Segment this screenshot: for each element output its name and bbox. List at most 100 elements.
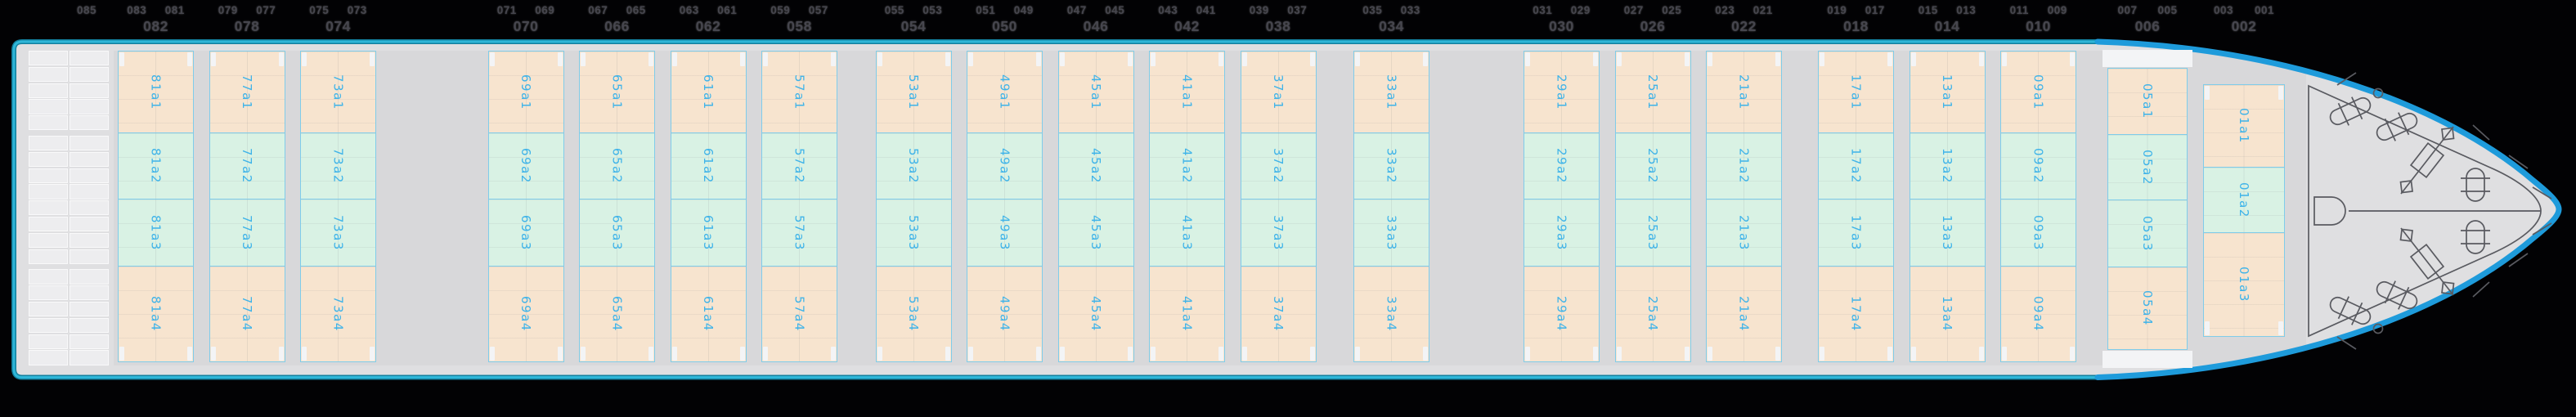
- cell-guide-notch: [1218, 52, 1223, 66]
- bay-cell-33a1[interactable]: 33a1: [1353, 51, 1429, 133]
- bay-cell-25a1[interactable]: 25a1: [1614, 51, 1691, 133]
- bay-cell-label: 33a3: [1384, 214, 1399, 251]
- bay-cell-09a1[interactable]: 09a1: [2000, 51, 2076, 133]
- bay-cell-77a1[interactable]: 77a1: [209, 51, 285, 133]
- bay-cell-69a3[interactable]: 69a3: [487, 199, 564, 267]
- bay-cell-17a2[interactable]: 17a2: [1818, 132, 1894, 200]
- bay-cell-41a2[interactable]: 41a2: [1149, 132, 1225, 200]
- bay-cell-05a3[interactable]: 05a3: [2107, 200, 2188, 267]
- bay-cell-57a1[interactable]: 57a1: [761, 51, 837, 133]
- bay-cell-53a3[interactable]: 53a3: [875, 199, 952, 267]
- bay-cell-label: 57a3: [792, 214, 807, 251]
- bay-cell-17a1[interactable]: 17a1: [1818, 51, 1894, 133]
- bay-cell-45a1[interactable]: 45a1: [1057, 51, 1134, 133]
- bay-cell-81a1[interactable]: 81a1: [118, 51, 194, 133]
- bay-cell-01a1[interactable]: 01a1: [2203, 84, 2285, 168]
- bay-cell-25a2[interactable]: 25a2: [1614, 132, 1691, 200]
- bay-cell-41a3[interactable]: 41a3: [1149, 199, 1225, 267]
- bay-cell-81a3[interactable]: 81a3: [118, 199, 194, 267]
- bay-cell-61a1[interactable]: 61a1: [670, 51, 747, 133]
- bay-cell-81a4[interactable]: 81a4: [118, 265, 194, 362]
- stern-slot: [70, 51, 109, 66]
- bay-cell-37a4[interactable]: 37a4: [1240, 265, 1317, 362]
- bay-cell-37a2[interactable]: 37a2: [1240, 132, 1317, 200]
- cell-guide-notch: [2002, 346, 2007, 361]
- bay-cell-53a4[interactable]: 53a4: [875, 265, 952, 362]
- bay-cell-29a4[interactable]: 29a4: [1524, 265, 1600, 362]
- bay-cell-53a1[interactable]: 53a1: [875, 51, 952, 133]
- cell-guide-notch: [1910, 346, 1916, 361]
- bay-cell-17a4[interactable]: 17a4: [1818, 265, 1894, 362]
- bay-cell-21a1[interactable]: 21a1: [1706, 51, 1782, 133]
- bay-cell-29a2[interactable]: 29a2: [1524, 132, 1600, 200]
- bay-cell-13a1[interactable]: 13a1: [1909, 51, 1986, 133]
- bay-cell-49a2[interactable]: 49a2: [967, 132, 1043, 200]
- bay-cell-69a2[interactable]: 69a2: [487, 132, 564, 200]
- cell-guide-notch: [1309, 346, 1315, 361]
- bay-cell-57a4[interactable]: 57a4: [761, 265, 837, 362]
- bay-cell-57a2[interactable]: 57a2: [761, 132, 837, 200]
- bay-cell-41a4[interactable]: 41a4: [1149, 265, 1225, 362]
- bay-cell-45a3[interactable]: 45a3: [1057, 199, 1134, 267]
- bay-cell-45a2[interactable]: 45a2: [1057, 132, 1134, 200]
- bay-cell-33a2[interactable]: 33a2: [1353, 132, 1429, 200]
- bay-cell-77a3[interactable]: 77a3: [209, 199, 285, 267]
- bay-cell-65a1[interactable]: 65a1: [579, 51, 655, 133]
- bay-cell-65a3[interactable]: 65a3: [579, 199, 655, 267]
- bay-cell-77a4[interactable]: 77a4: [209, 265, 285, 362]
- cell-guide-notch: [557, 52, 563, 66]
- bay-cell-73a1[interactable]: 73a1: [300, 51, 376, 133]
- bay-cell-29a1[interactable]: 29a1: [1524, 51, 1600, 133]
- bay-cell-37a3[interactable]: 37a3: [1240, 199, 1317, 267]
- bay-cell-13a3[interactable]: 13a3: [1909, 199, 1986, 267]
- bay-cell-13a4[interactable]: 13a4: [1909, 265, 1986, 362]
- bay-cell-05a1[interactable]: 05a1: [2107, 68, 2188, 135]
- bay-cell-01a3[interactable]: 01a3: [2203, 232, 2285, 337]
- cell-guide-notch: [1684, 52, 1690, 66]
- bay-cell-09a2[interactable]: 09a2: [2000, 132, 2076, 200]
- bay-cell-25a4[interactable]: 25a4: [1614, 265, 1691, 362]
- bay-cell-49a3[interactable]: 49a3: [967, 199, 1043, 267]
- cell-guide-notch: [1355, 52, 1360, 66]
- bay-cell-09a3[interactable]: 09a3: [2000, 199, 2076, 267]
- bay-cell-73a4[interactable]: 73a4: [300, 265, 376, 362]
- bay-cell-65a2[interactable]: 65a2: [579, 132, 655, 200]
- bay-cell-73a2[interactable]: 73a2: [300, 132, 376, 200]
- bay-cell-09a4[interactable]: 09a4: [2000, 265, 2076, 362]
- bay-cell-21a4[interactable]: 21a4: [1706, 265, 1782, 362]
- bay-cell-57a3[interactable]: 57a3: [761, 199, 837, 267]
- cell-guide-notch: [1887, 346, 1892, 361]
- bay-cell-label: 17a2: [1848, 148, 1864, 184]
- bay-cell-label: 17a4: [1848, 295, 1864, 332]
- bay-cell-13a2[interactable]: 13a2: [1909, 132, 1986, 200]
- bay-cell-61a4[interactable]: 61a4: [670, 265, 747, 362]
- bay-cell-37a1[interactable]: 37a1: [1240, 51, 1317, 133]
- bay-cell-49a4[interactable]: 49a4: [967, 265, 1043, 362]
- bay-cell-61a2[interactable]: 61a2: [670, 132, 747, 200]
- cell-guide-notch: [187, 52, 192, 66]
- bay-cell-69a4[interactable]: 69a4: [487, 265, 564, 362]
- bay-cell-33a3[interactable]: 33a3: [1353, 199, 1429, 267]
- bay-cell-01a2[interactable]: 01a2: [2203, 166, 2285, 234]
- bay-cell-17a3[interactable]: 17a3: [1818, 199, 1894, 267]
- bay-cell-45a4[interactable]: 45a4: [1057, 265, 1134, 362]
- bay-cell-29a3[interactable]: 29a3: [1524, 199, 1600, 267]
- bay-cell-77a2[interactable]: 77a2: [209, 132, 285, 200]
- bay-cell-21a2[interactable]: 21a2: [1706, 132, 1782, 200]
- bay-cell-41a1[interactable]: 41a1: [1149, 51, 1225, 133]
- bay-cell-49a1[interactable]: 49a1: [967, 51, 1043, 133]
- bay-cell-73a3[interactable]: 73a3: [300, 199, 376, 267]
- bay-cell-61a3[interactable]: 61a3: [670, 199, 747, 267]
- bay-cell-05a4[interactable]: 05a4: [2107, 266, 2188, 350]
- bay-cell-21a3[interactable]: 21a3: [1706, 199, 1782, 267]
- bay-cell-33a4[interactable]: 33a4: [1353, 265, 1429, 362]
- bay-cell-69a1[interactable]: 69a1: [487, 51, 564, 133]
- bay-cell-25a3[interactable]: 25a3: [1614, 199, 1691, 267]
- bay-cell-81a2[interactable]: 81a2: [118, 132, 194, 200]
- bay-cell-05a2[interactable]: 05a2: [2107, 133, 2188, 201]
- bay-cell-53a2[interactable]: 53a2: [875, 132, 952, 200]
- bay-cell-65a4[interactable]: 65a4: [579, 265, 655, 362]
